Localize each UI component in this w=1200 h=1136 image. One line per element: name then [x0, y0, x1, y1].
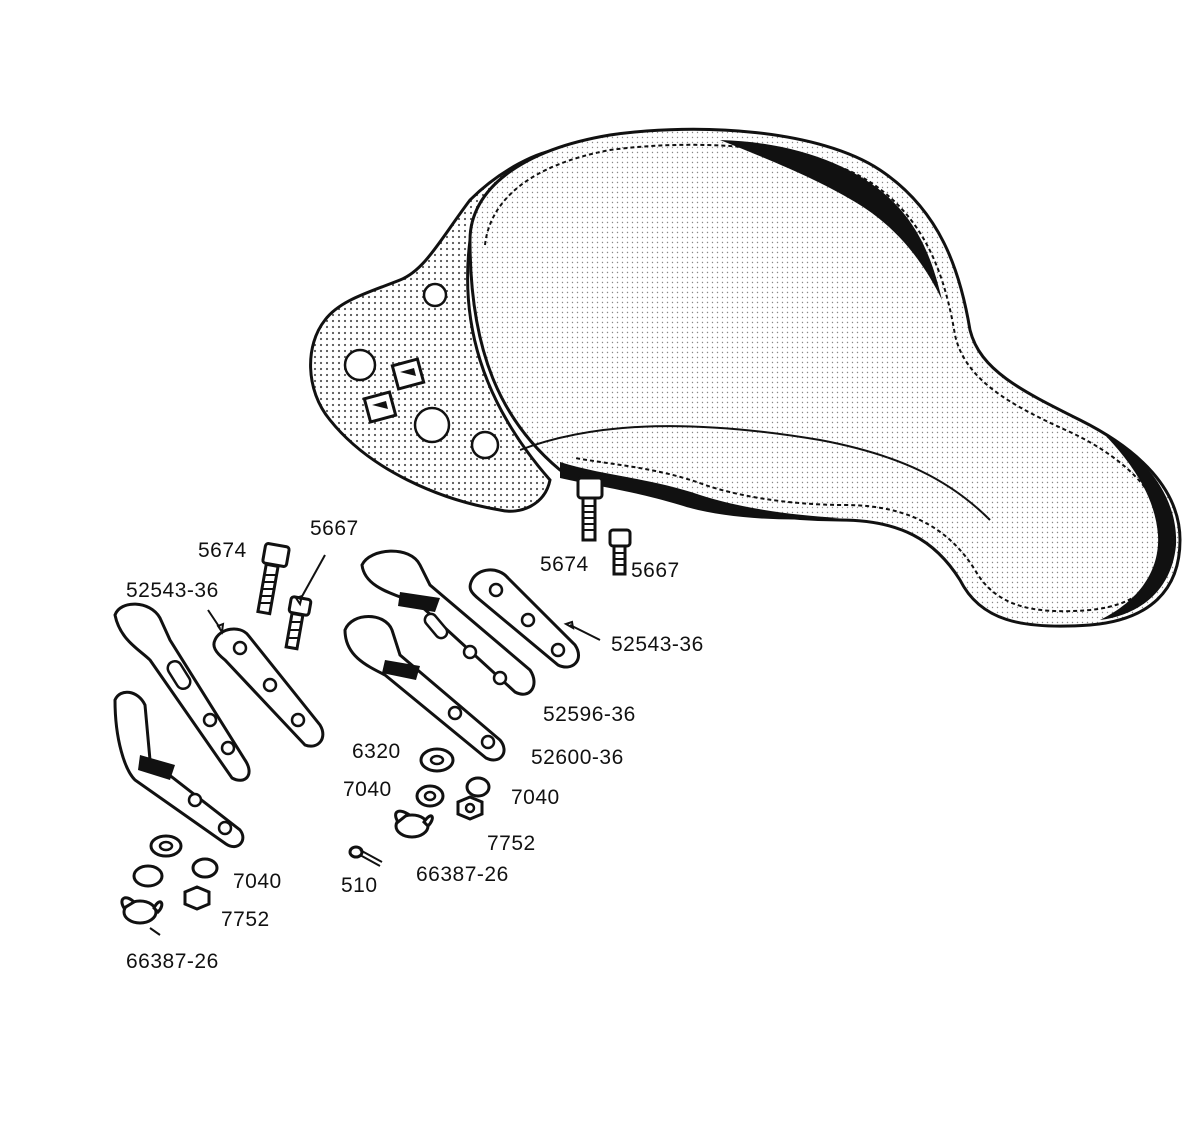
- screw-5667-right: [608, 528, 632, 576]
- strap-left: [212, 627, 325, 748]
- label-66387-26-mid: 66387-26: [416, 863, 509, 886]
- seat-shadow-bottom: [560, 462, 840, 520]
- label-52543-36-left: 52543-36: [126, 579, 219, 602]
- label-7752-mid: 7752: [487, 832, 536, 855]
- label-52600-36: 52600-36: [531, 746, 624, 769]
- lock-washer-icon: [465, 776, 491, 798]
- rivet-icon: [413, 406, 451, 444]
- label-5667-left: 5667: [310, 517, 359, 540]
- rivet-icon: [343, 348, 377, 382]
- label-5674-left: 5674: [198, 539, 247, 562]
- hex-nut-icon: [183, 885, 211, 911]
- bolt-5674-right: [576, 476, 604, 542]
- label-5674-right: 5674: [540, 553, 589, 576]
- lock-washer-icon: [132, 864, 164, 888]
- strap-52543-36-right: [468, 568, 581, 669]
- nut-shading: [400, 368, 416, 376]
- bolt-5674-left: [256, 542, 291, 616]
- spring-52596-36: [360, 549, 536, 696]
- rivet-icon: [422, 282, 448, 308]
- rivet-icon: [470, 430, 500, 460]
- leader-lines: [149, 554, 601, 936]
- seat-shadow-right: [1100, 430, 1177, 620]
- screw-5667-left: [284, 595, 313, 651]
- solo-seat: [309, 127, 1182, 628]
- label-510: 510: [341, 874, 378, 897]
- cotter-pin-icon: [348, 845, 383, 867]
- nut-shading: [372, 401, 388, 409]
- label-52596-36: 52596-36: [543, 703, 636, 726]
- lock-washer-icon: [191, 857, 219, 879]
- label-7752-left: 7752: [221, 908, 270, 931]
- wing-nut-icon: [120, 896, 164, 925]
- label-7040-mid-left: 7040: [343, 778, 392, 801]
- spring-52600-36: [343, 615, 506, 762]
- label-66387-26-left: 66387-26: [126, 950, 219, 973]
- label-7040-mid-right: 7040: [511, 786, 560, 809]
- seat-cushion: [468, 127, 1182, 628]
- spring-left-lower: [113, 690, 245, 849]
- label-6320: 6320: [352, 740, 401, 763]
- seat-shadow-top: [720, 140, 942, 300]
- seat-crease: [519, 425, 991, 521]
- label-5667-right: 5667: [631, 559, 680, 582]
- label-7040-left: 7040: [233, 870, 282, 893]
- spring-left-upper: [113, 602, 251, 782]
- wing-nut-icon: [394, 809, 434, 839]
- label-52543-36-right: 52543-36: [611, 633, 704, 656]
